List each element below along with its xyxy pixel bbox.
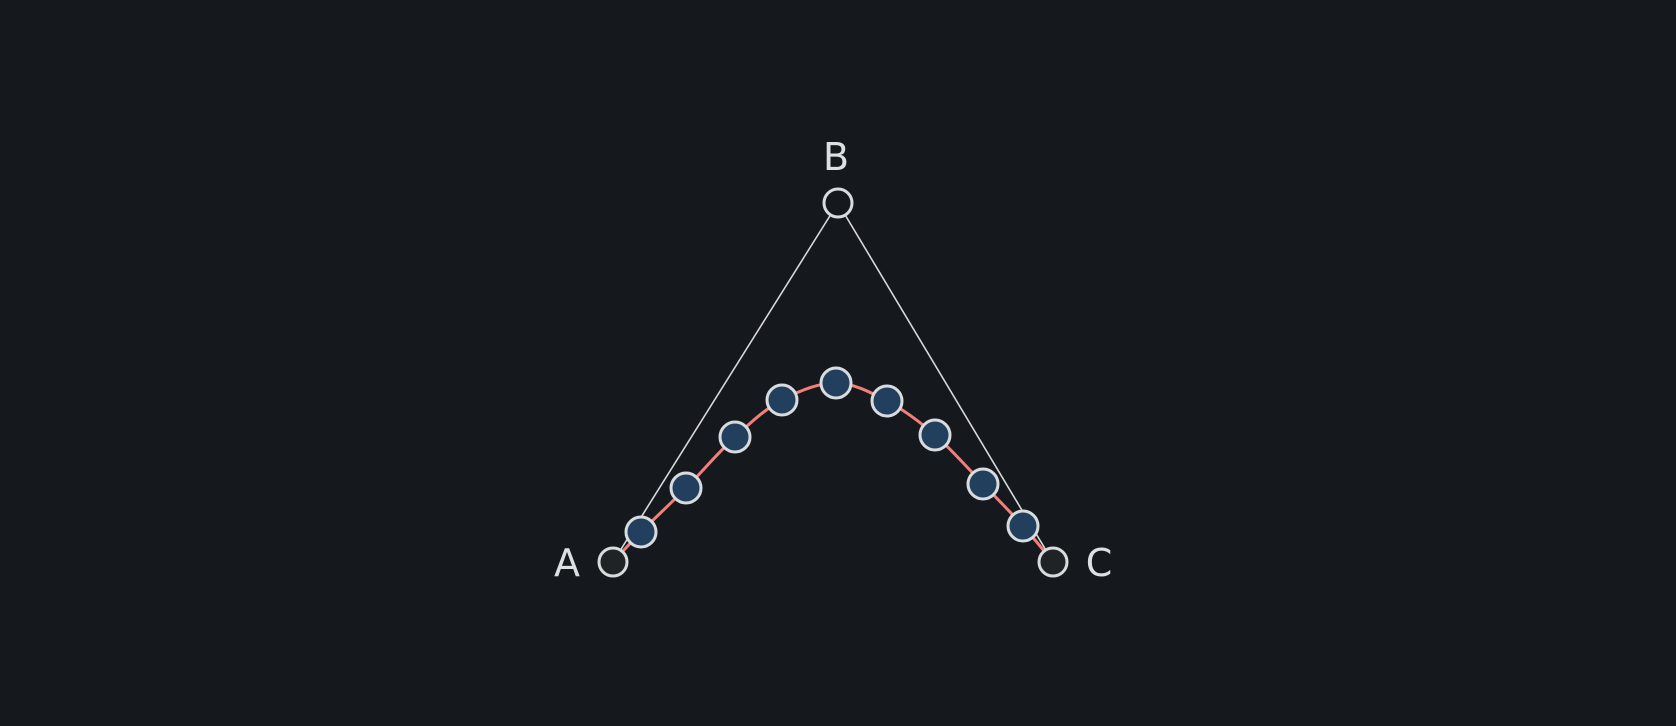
control-point-c[interactable] [1037, 546, 1069, 578]
curve-sample-point-7 [918, 418, 952, 452]
control-point-a[interactable] [597, 546, 629, 578]
control-line-a-b [612, 202, 839, 563]
curve-sample-point-6 [870, 384, 904, 418]
curve-sample-point-1 [624, 515, 658, 549]
curve-sample-point-9 [1006, 509, 1040, 543]
control-point-label-b: B [823, 135, 849, 179]
curve-sample-point-3 [718, 420, 752, 454]
curve-sample-point-5 [819, 366, 853, 400]
curve-sample-point-4 [765, 383, 799, 417]
control-point-label-c: C [1086, 541, 1113, 585]
control-line-b-c [837, 202, 1054, 563]
curve-sample-point-2 [669, 471, 703, 505]
control-point-b[interactable] [822, 187, 854, 219]
curve-sample-point-8 [966, 467, 1000, 501]
sample-points [624, 366, 1040, 549]
control-point-label-a: A [554, 541, 580, 585]
